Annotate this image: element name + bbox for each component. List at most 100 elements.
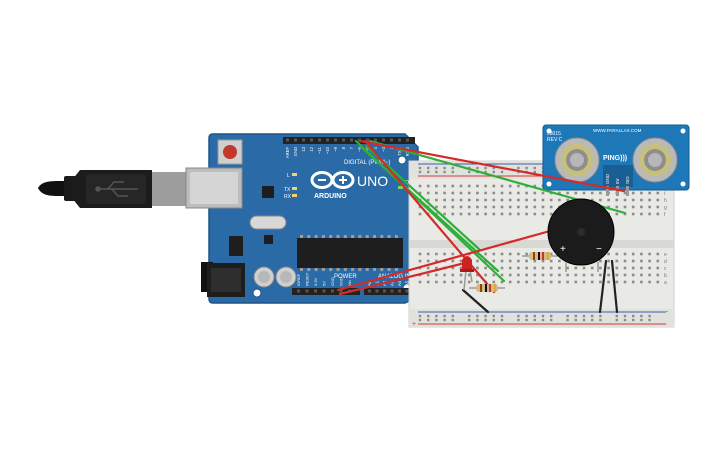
breadboard-hole[interactable]: [566, 280, 569, 284]
breadboard-hole[interactable]: [525, 280, 528, 284]
breadboard-hole[interactable]: [476, 205, 479, 209]
rail-hole[interactable]: [632, 318, 635, 322]
breadboard-hole[interactable]: [656, 212, 660, 216]
breadboard-hole[interactable]: [558, 280, 561, 284]
breadboard-hole[interactable]: [459, 280, 463, 284]
rail-hole[interactable]: [484, 318, 487, 322]
rail-hole[interactable]: [427, 166, 430, 170]
breadboard-hole[interactable]: [492, 205, 496, 209]
breadboard-hole[interactable]: [476, 280, 479, 284]
breadboard-hole[interactable]: [590, 191, 594, 195]
breadboard-hole[interactable]: [640, 212, 643, 216]
rail-hole[interactable]: [435, 170, 438, 174]
breadboard-hole[interactable]: [590, 280, 594, 284]
breadboard-hole[interactable]: [656, 205, 660, 209]
breadboard-hole[interactable]: [451, 266, 455, 270]
breadboard-hole[interactable]: [418, 212, 422, 216]
breadboard-hole[interactable]: [435, 205, 438, 209]
breadboard-hole[interactable]: [443, 191, 446, 195]
breadboard-hole[interactable]: [508, 273, 512, 277]
rail-hole[interactable]: [615, 318, 618, 322]
breadboard-hole[interactable]: [435, 280, 438, 284]
breadboard-hole[interactable]: [648, 205, 651, 209]
rail-hole[interactable]: [484, 314, 487, 318]
breadboard-hole[interactable]: [631, 198, 635, 202]
breadboard-hole[interactable]: [640, 252, 643, 256]
rail-hole[interactable]: [566, 318, 569, 322]
breadboard-hole[interactable]: [476, 252, 479, 256]
breadboard-hole[interactable]: [533, 184, 537, 188]
rail-hole[interactable]: [566, 314, 569, 318]
breadboard-hole[interactable]: [435, 184, 438, 188]
breadboard-hole[interactable]: [517, 191, 520, 195]
breadboard-hole[interactable]: [435, 259, 438, 263]
breadboard-hole[interactable]: [615, 266, 619, 270]
breadboard-hole[interactable]: [492, 191, 496, 195]
breadboard-hole[interactable]: [582, 266, 586, 270]
wire-red-1[interactable]: [363, 139, 496, 294]
breadboard-hole[interactable]: [451, 191, 455, 195]
breadboard-hole[interactable]: [484, 205, 487, 209]
breadboard-hole[interactable]: [467, 205, 471, 209]
rail-hole[interactable]: [443, 166, 446, 170]
breadboard-hole[interactable]: [508, 212, 512, 216]
rail-hole[interactable]: [451, 318, 454, 322]
breadboard-hole[interactable]: [599, 273, 602, 277]
breadboard-hole[interactable]: [443, 280, 446, 284]
breadboard-hole[interactable]: [426, 259, 430, 263]
breadboard-hole[interactable]: [525, 205, 528, 209]
rail-hole[interactable]: [418, 314, 422, 318]
breadboard-hole[interactable]: [549, 205, 553, 209]
breadboard-hole[interactable]: [492, 212, 496, 216]
rail-hole[interactable]: [525, 314, 528, 318]
breadboard-hole[interactable]: [500, 212, 504, 216]
breadboard-hole[interactable]: [517, 266, 520, 270]
breadboard-hole[interactable]: [590, 198, 594, 202]
breadboard-hole[interactable]: [500, 191, 504, 195]
wire-black-1[interactable]: [461, 288, 490, 314]
breadboard-hole[interactable]: [566, 273, 569, 277]
power-jack[interactable]: [201, 262, 245, 297]
rail-hole[interactable]: [500, 314, 504, 318]
breadboard-hole[interactable]: [517, 198, 520, 202]
piezo-buzzer[interactable]: + −: [547, 198, 615, 272]
breadboard-hole[interactable]: [443, 205, 446, 209]
breadboard-hole[interactable]: [492, 273, 496, 277]
breadboard-hole[interactable]: [467, 191, 471, 195]
breadboard-hole[interactable]: [656, 280, 660, 284]
breadboard-hole[interactable]: [541, 191, 545, 195]
breadboard-hole[interactable]: [558, 273, 561, 277]
breadboard-hole[interactable]: [566, 198, 569, 202]
breadboard-hole[interactable]: [558, 266, 561, 270]
resistor-2[interactable]: [469, 284, 505, 292]
breadboard-hole[interactable]: [656, 273, 660, 277]
breadboard-hole[interactable]: [582, 280, 586, 284]
breadboard-hole[interactable]: [467, 280, 471, 284]
breadboard-hole[interactable]: [549, 198, 553, 202]
breadboard-hole[interactable]: [640, 280, 643, 284]
rail-hole[interactable]: [427, 314, 430, 318]
breadboard-hole[interactable]: [648, 212, 651, 216]
breadboard-hole[interactable]: [541, 273, 545, 277]
wire-red-2[interactable]: [336, 229, 552, 292]
breadboard-hole[interactable]: [623, 259, 627, 263]
rail-hole[interactable]: [533, 170, 536, 174]
rail-hole[interactable]: [476, 314, 479, 318]
breadboard-hole[interactable]: [631, 273, 635, 277]
breadboard-hole[interactable]: [418, 280, 422, 284]
rail-hole[interactable]: [623, 314, 627, 318]
breadboard-hole[interactable]: [607, 198, 610, 202]
breadboard-hole[interactable]: [459, 259, 463, 263]
rail-hole[interactable]: [591, 318, 594, 322]
breadboard-hole[interactable]: [476, 191, 479, 195]
rail-hole[interactable]: [574, 314, 577, 318]
breadboard-hole[interactable]: [631, 280, 635, 284]
breadboard-hole[interactable]: [549, 280, 553, 284]
breadboard-hole[interactable]: [435, 273, 438, 277]
rail-hole[interactable]: [533, 314, 536, 318]
breadboard-hole[interactable]: [640, 273, 643, 277]
breadboard-hole[interactable]: [484, 252, 487, 256]
wire-red-3[interactable]: [338, 262, 463, 296]
breadboard-hole[interactable]: [574, 266, 578, 270]
breadboard-hole[interactable]: [451, 273, 455, 277]
